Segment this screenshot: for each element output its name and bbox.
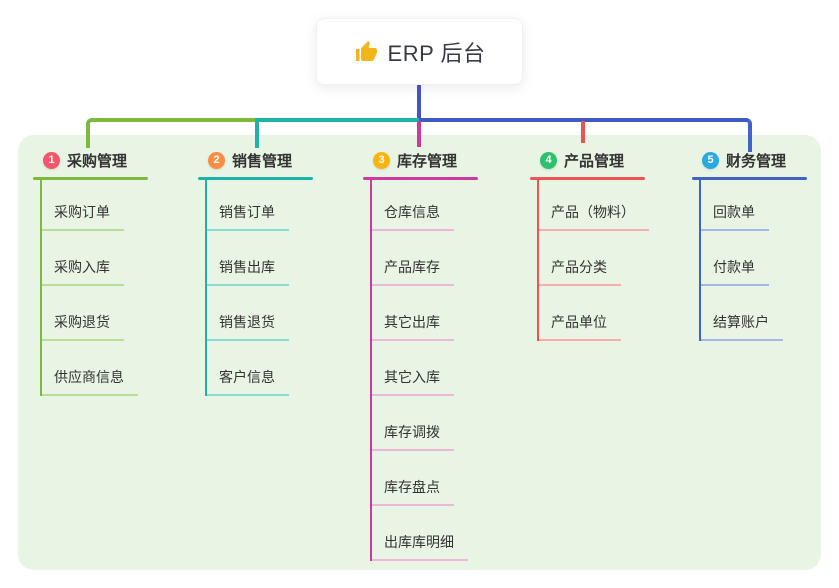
child-node-label: 采购入库 — [42, 257, 124, 286]
child-node[interactable]: 仓库信息 — [372, 180, 468, 231]
child-node-label: 其它入库 — [372, 367, 454, 396]
branches-panel — [18, 135, 821, 570]
branch-node-4[interactable]: 4 产品管理 — [530, 143, 645, 177]
branch-number-badge: 2 — [208, 151, 225, 169]
thumbs-up-icon — [354, 40, 378, 64]
branch-label: 库存管理 — [397, 152, 458, 170]
child-node-label: 库存调拨 — [372, 422, 454, 451]
branch-underline — [530, 177, 645, 180]
child-node-label: 产品库存 — [372, 257, 454, 286]
trunk-left-elbow — [86, 118, 257, 148]
child-node[interactable]: 回款单 — [701, 180, 783, 231]
branch-column-3: 3 库存管理仓库信息产品库存其它出库其它入库库存调拨库存盘点出库库明细 — [363, 143, 478, 561]
root-stem-line — [417, 84, 421, 121]
child-node[interactable]: 产品（物料） — [539, 180, 649, 231]
child-node[interactable]: 其它入库 — [372, 341, 468, 396]
branch-underline — [198, 177, 313, 180]
child-node-label: 产品单位 — [539, 312, 621, 341]
branch-children: 仓库信息产品库存其它出库其它入库库存调拨库存盘点出库库明细 — [370, 180, 468, 561]
child-node[interactable]: 供应商信息 — [42, 341, 138, 396]
drop-line-sales — [255, 120, 259, 148]
branch-number-badge: 3 — [373, 151, 390, 169]
branch-node-2[interactable]: 2 销售管理 — [198, 143, 313, 177]
branch-underline — [692, 177, 807, 180]
root-node[interactable]: ERP 后台 — [316, 18, 523, 85]
branch-number-badge: 1 — [43, 151, 60, 169]
child-node[interactable]: 产品单位 — [539, 286, 649, 341]
trunk-right-elbow — [419, 118, 752, 152]
branch-column-2: 2 销售管理销售订单销售出库销售退货客户信息 — [198, 143, 313, 396]
branch-label: 产品管理 — [564, 152, 625, 170]
child-node-label: 销售出库 — [207, 257, 289, 286]
branch-node-1[interactable]: 1 采购管理 — [33, 143, 148, 177]
branch-node-5[interactable]: 5 财务管理 — [692, 143, 807, 177]
root-title: ERP 后台 — [387, 40, 486, 66]
branch-label: 财务管理 — [726, 152, 787, 170]
branch-node-3[interactable]: 3 库存管理 — [363, 143, 478, 177]
child-node[interactable]: 产品库存 — [372, 231, 468, 286]
branch-children: 回款单付款单结算账户 — [699, 180, 783, 341]
child-node-label: 其它出库 — [372, 312, 454, 341]
branch-children: 产品（物料） 产品分类产品单位 — [537, 180, 649, 341]
child-node-label: 回款单 — [701, 202, 769, 231]
branch-children: 销售订单销售出库销售退货客户信息 — [205, 180, 289, 396]
child-node[interactable]: 采购退货 — [42, 286, 138, 341]
child-node[interactable]: 库存盘点 — [372, 451, 468, 506]
trunk-teal-segment — [255, 118, 419, 122]
branch-number-badge: 4 — [540, 151, 557, 169]
child-node-label: 付款单 — [701, 257, 769, 286]
child-node-label: 产品（物料） — [539, 202, 649, 231]
child-node-label: 产品分类 — [539, 257, 621, 286]
child-node[interactable]: 客户信息 — [207, 341, 289, 396]
drop-line-product — [581, 121, 585, 143]
branch-children: 采购订单采购入库采购退货供应商信息 — [40, 180, 138, 396]
child-node[interactable]: 采购订单 — [42, 180, 138, 231]
branch-column-4: 4 产品管理产品（物料） 产品分类产品单位 — [530, 143, 649, 341]
child-node-label: 出库库明细 — [372, 532, 468, 561]
child-node-label: 仓库信息 — [372, 202, 454, 231]
branch-label: 采购管理 — [67, 152, 128, 170]
child-node[interactable]: 其它出库 — [372, 286, 468, 341]
branch-underline — [33, 177, 148, 180]
branch-column-1: 1 采购管理采购订单采购入库采购退货供应商信息 — [33, 143, 148, 396]
child-node-label: 供应商信息 — [42, 367, 138, 396]
child-node[interactable]: 销售出库 — [207, 231, 289, 286]
child-node[interactable]: 出库库明细 — [372, 506, 468, 561]
child-node-label: 库存盘点 — [372, 477, 454, 506]
child-node-label: 销售订单 — [207, 202, 289, 231]
child-node-label: 客户信息 — [207, 367, 289, 396]
branch-number-badge: 5 — [702, 151, 719, 169]
child-node[interactable]: 结算账户 — [701, 286, 783, 341]
drop-line-inventory — [417, 121, 421, 147]
child-node[interactable]: 采购入库 — [42, 231, 138, 286]
child-node[interactable]: 库存调拨 — [372, 396, 468, 451]
child-node[interactable]: 销售订单 — [207, 180, 289, 231]
child-node-label: 结算账户 — [701, 312, 783, 341]
branch-underline — [363, 177, 478, 180]
child-node[interactable]: 付款单 — [701, 231, 783, 286]
branch-label: 销售管理 — [232, 152, 293, 170]
child-node-label: 采购退货 — [42, 312, 124, 341]
child-node-label: 采购订单 — [42, 202, 124, 231]
child-node[interactable]: 销售退货 — [207, 286, 289, 341]
child-node[interactable]: 产品分类 — [539, 231, 649, 286]
child-node-label: 销售退货 — [207, 312, 289, 341]
branch-column-5: 5 财务管理回款单付款单结算账户 — [692, 143, 807, 341]
